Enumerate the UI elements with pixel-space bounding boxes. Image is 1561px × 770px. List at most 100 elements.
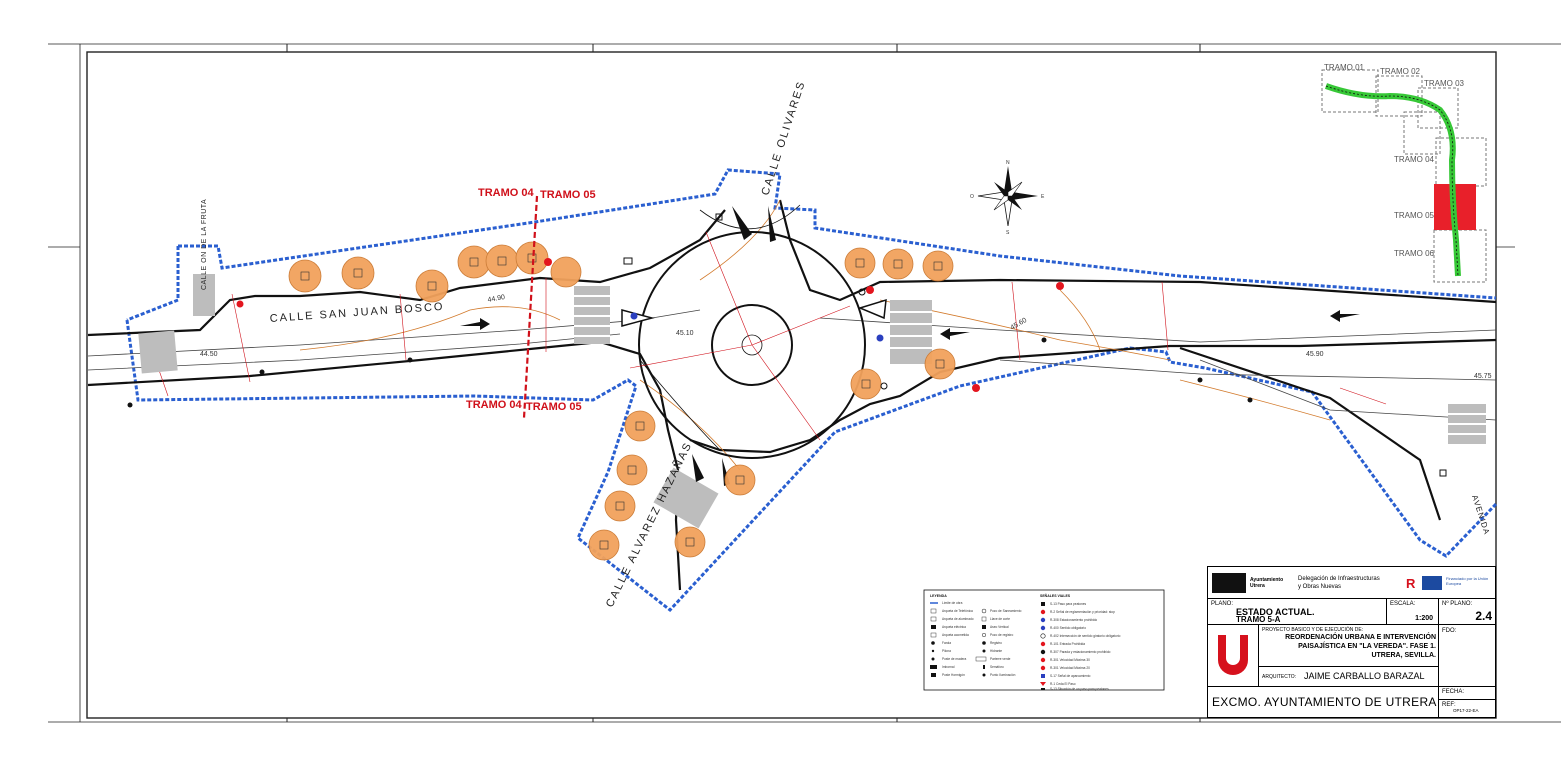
escala-label: ESCALA: bbox=[1390, 601, 1416, 607]
legend-item: Registro bbox=[990, 641, 1002, 645]
street-label-alvarez-hazanas: CALLE ALVAREZ HAZAÑAS bbox=[603, 439, 695, 609]
legend-item: Imbornal bbox=[942, 665, 955, 669]
dimension-lines bbox=[151, 231, 1387, 441]
legend-item: R-307 Parada y estacionamiento prohibido bbox=[1050, 650, 1111, 654]
key-map: TRAMO 01 TRAMO 02 TRAMO 03 TRAMO 04 TRAM… bbox=[1321, 63, 1487, 283]
street-labels: CALLE SAN JUAN BOSCO CALLE OLIVARES CALL… bbox=[201, 79, 1491, 609]
elevation-mark: 44.50 bbox=[200, 351, 218, 358]
tree bbox=[850, 368, 882, 400]
legend-item: R-402 Intersección de sentido giratorio … bbox=[1050, 634, 1121, 638]
legend-item: S-13 Paso para peatones bbox=[1050, 602, 1087, 606]
eu-funding-text: Financiado por la Unión Europea bbox=[1446, 576, 1489, 586]
footer-entity: EXCMO. AYUNTAMIENTO DE UTRERA bbox=[1212, 695, 1437, 709]
fecha-label: FECHA: bbox=[1442, 689, 1465, 695]
legend-item: S-17 Señal de aparcamiento bbox=[1050, 674, 1091, 678]
fdo-label: FDO: bbox=[1442, 628, 1457, 634]
legend-item: R-101 Entrada Prohibida bbox=[1050, 642, 1085, 646]
tree bbox=[604, 490, 636, 522]
tree bbox=[882, 248, 914, 280]
key-map-label: TRAMO 01 bbox=[1324, 63, 1365, 72]
tree bbox=[674, 526, 706, 558]
road-lines bbox=[87, 309, 1497, 421]
sheet-frame bbox=[48, 43, 1561, 723]
arquitecto-label: ARQUITECTO: bbox=[1262, 674, 1297, 680]
legend-item: Arqueta eléctrica bbox=[942, 625, 966, 629]
legend-item: Farola bbox=[942, 641, 951, 645]
street-label-fruta: CALLE ON DE LA FRUTA bbox=[201, 199, 208, 290]
legend-item: Llave de corte bbox=[990, 617, 1010, 621]
tree bbox=[288, 259, 322, 293]
plano-subtitle: TRAMO 5-A bbox=[1236, 615, 1281, 624]
legend-item: Poste Hormigón bbox=[942, 673, 965, 677]
roundabout bbox=[638, 204, 866, 459]
ayuntamiento-logo bbox=[1212, 573, 1246, 593]
contour-lines bbox=[299, 199, 1331, 471]
tree bbox=[616, 454, 648, 486]
tree-markers bbox=[300, 253, 945, 550]
legend-item: Punto Iluminación bbox=[990, 673, 1016, 677]
key-map-label: TRAMO 03 bbox=[1424, 79, 1465, 88]
legend-item: S-13 Situación de un paso para peatones bbox=[1050, 687, 1109, 691]
tree bbox=[724, 464, 756, 496]
crosswalks bbox=[138, 274, 1486, 529]
work-limit-boundary bbox=[125, 168, 1498, 613]
legend-item: Arqueta de Telefónica bbox=[942, 609, 973, 613]
project-line-2: PAISAJÍSTICA EN "LA VEREDA". FASE 1. bbox=[1298, 643, 1436, 650]
crosswalk-stripes bbox=[574, 295, 1486, 435]
legend-item: Pilona bbox=[942, 649, 951, 653]
legend-col3: S-13 Paso para peatones R-2 Señal de reg… bbox=[1040, 602, 1121, 691]
tree bbox=[550, 256, 582, 288]
compass-e: E bbox=[1041, 194, 1045, 200]
tree bbox=[924, 348, 956, 380]
legend-title: LEYENDA bbox=[930, 594, 947, 598]
legend-item: Pozo de registro bbox=[990, 633, 1013, 637]
ref-label: REF: bbox=[1442, 702, 1456, 708]
legend-item: R-301 Velocidad Máxima 20 bbox=[1050, 666, 1090, 670]
legend-item: Arqueta de alumbrado bbox=[942, 617, 974, 621]
compass-s: S bbox=[1006, 230, 1010, 236]
eu-flag-icon bbox=[1422, 576, 1442, 590]
curb-lines bbox=[87, 199, 1497, 591]
tramo-label-top-left: TRAMO 04 bbox=[478, 187, 535, 199]
tramo-label-top-right: TRAMO 05 bbox=[540, 189, 596, 201]
site-fixtures bbox=[127, 213, 1447, 477]
legend-item: Semáforo bbox=[990, 665, 1004, 669]
plano-title: ESTADO ACTUAL. bbox=[1236, 607, 1315, 617]
ref-value: OP17-22-EA bbox=[1453, 708, 1479, 713]
tree bbox=[341, 256, 375, 290]
legend-item: R-400 Sentido obligatorio bbox=[1050, 626, 1086, 630]
arquitecto-name: JAIME CARBALLO BARAZAL bbox=[1304, 671, 1425, 681]
tree bbox=[415, 269, 449, 303]
title-block: Ayuntamiento Utrera Delegación de Infrae… bbox=[1207, 566, 1496, 718]
key-map-label: TRAMO 06 bbox=[1394, 249, 1435, 258]
legend-item: Poste de madera bbox=[942, 657, 967, 661]
legend-item: Parterre verde bbox=[990, 657, 1011, 661]
ayuntamiento-logo-text: Ayuntamiento Utrera bbox=[1250, 577, 1284, 589]
tree bbox=[624, 410, 656, 442]
escala-value: 1:200 bbox=[1415, 615, 1433, 622]
elevation-mark: 45.75 bbox=[1474, 373, 1492, 380]
legend-item: Hidrante bbox=[990, 649, 1002, 653]
nplano-label: Nº PLANO: bbox=[1442, 601, 1473, 607]
north-arrow: N S E O bbox=[970, 160, 1045, 236]
tree bbox=[457, 245, 491, 279]
tree bbox=[485, 244, 519, 278]
tramo-label-bottom-left: TRAMO 04 bbox=[466, 399, 523, 411]
traffic-islands bbox=[621, 206, 887, 486]
delegation-line-1: Delegación de Infraestructuras bbox=[1298, 576, 1380, 582]
key-map-label: TRAMO 02 bbox=[1380, 67, 1421, 76]
street-label-right: AVENIDA bbox=[1470, 494, 1491, 536]
elevation-mark: 45.10 bbox=[676, 330, 694, 337]
project-line-1: REORDENACIÓN URBANA E INTERVENCIÓN bbox=[1285, 634, 1436, 641]
legend-signs-title: SEÑALES VIALES bbox=[1040, 593, 1071, 598]
delegation-line-2: y Obras Nuevas bbox=[1298, 584, 1342, 590]
legend-item: Aseo Vertical bbox=[990, 625, 1009, 629]
legend-item: R-308 Estacionamiento prohibido bbox=[1050, 618, 1097, 622]
legend-item: R-2 Señal de reglamentación y prioridad:… bbox=[1050, 610, 1115, 614]
street-label-san-juan-bosco: CALLE SAN JUAN BOSCO bbox=[269, 301, 445, 325]
legend-item: R-1 Ceda El Paso bbox=[1050, 682, 1076, 686]
tramo-label-bottom-right: TRAMO 05 bbox=[526, 401, 582, 413]
legend-item: Arqueta acometida bbox=[942, 633, 969, 637]
project-line-3: UTRERA, SEVILLA. bbox=[1371, 652, 1436, 659]
